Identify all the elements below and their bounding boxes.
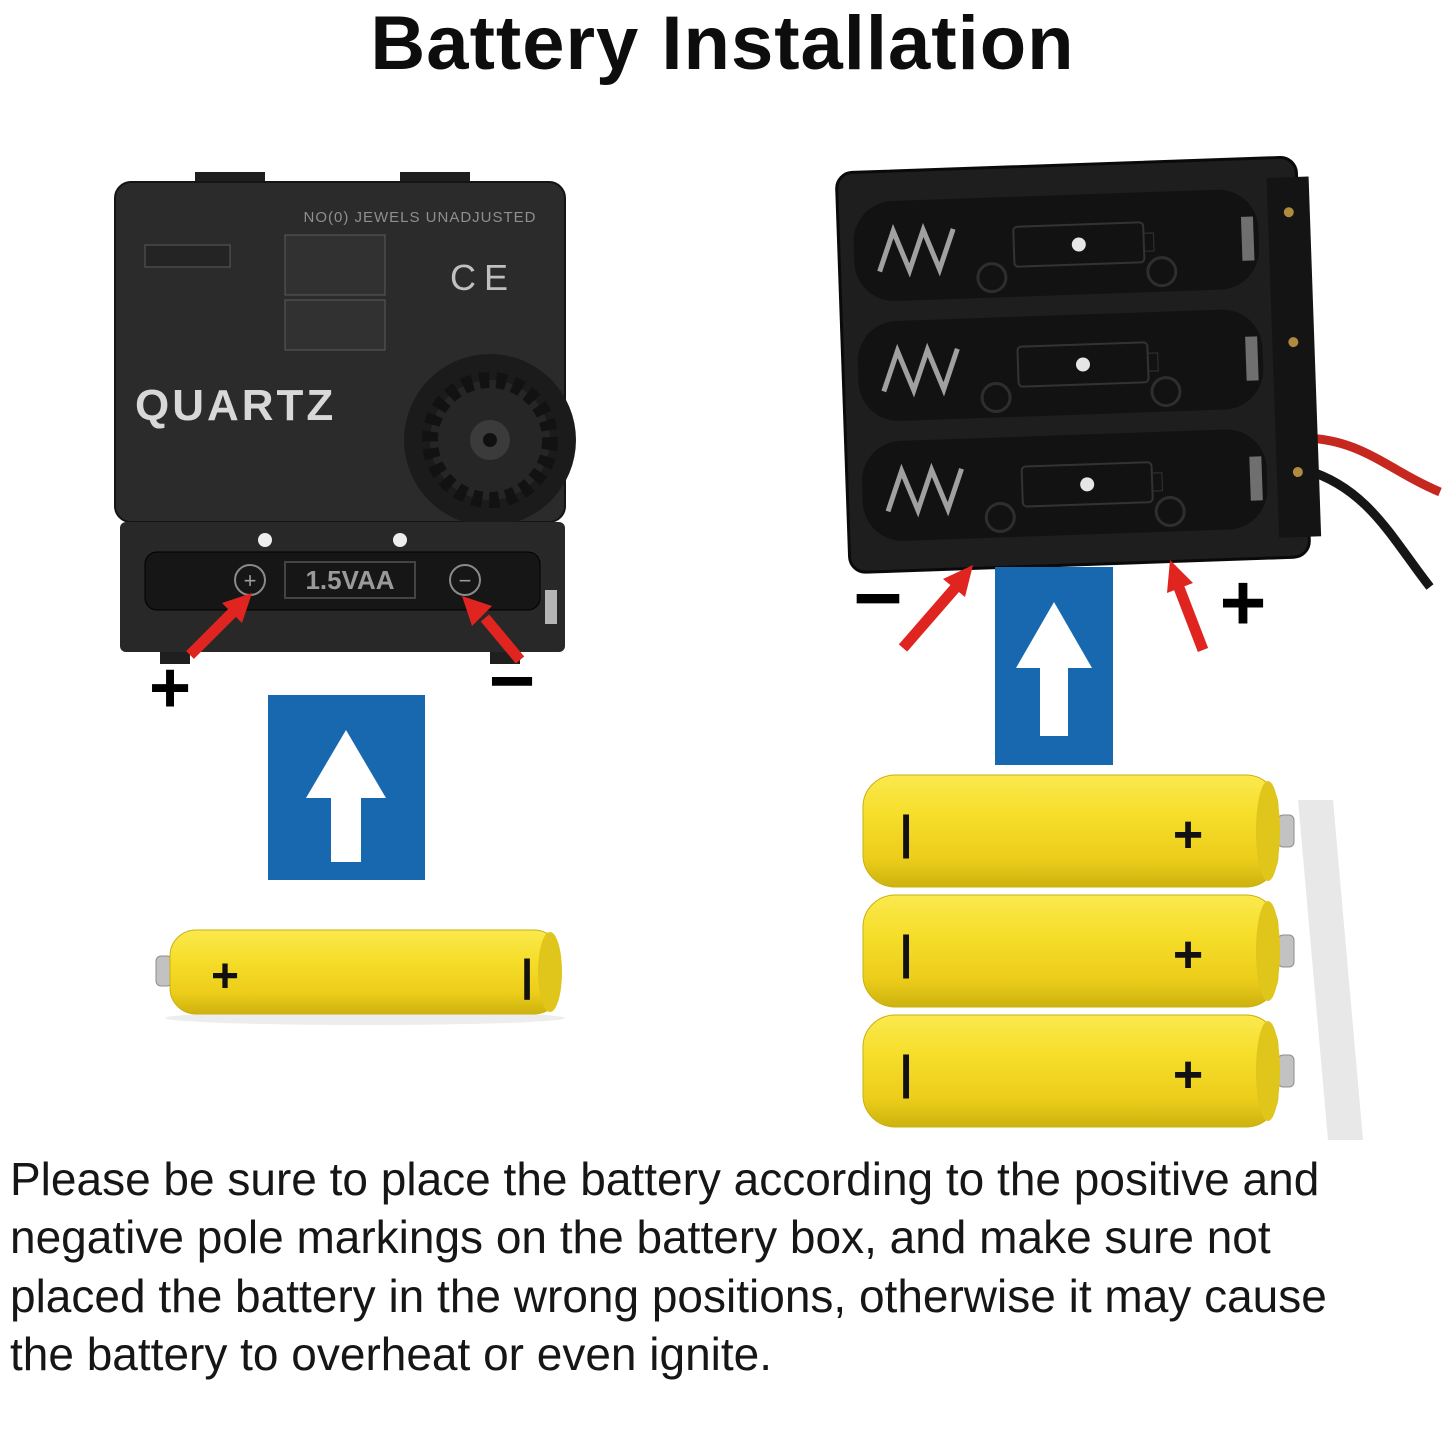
battery-positive-nub	[1277, 814, 1295, 848]
movement-top-label: NO(0) JEWELS UNADJUSTED	[303, 209, 536, 226]
battery-positive-nub	[1277, 1054, 1295, 1088]
red-arrow-to-minus-terminal	[898, 565, 973, 652]
spring-icon	[885, 462, 964, 518]
battery-minus-mark: |	[521, 951, 533, 1001]
blue-up-arrow-icon	[995, 567, 1113, 765]
battery-minus-mark: |	[900, 1046, 913, 1098]
aa-battery: | +	[862, 774, 1295, 888]
red-arrow-to-plus-terminal	[1167, 560, 1209, 652]
plus-polarity-label: +	[149, 648, 191, 728]
red-wire	[1305, 433, 1442, 497]
battery-minus-mark: |	[900, 926, 913, 978]
screw-hole	[393, 533, 407, 547]
black-wire	[1304, 465, 1434, 590]
left-figure: NO(0) JEWELS UNADJUSTED QUARTZ CE + 1.5V…	[100, 150, 580, 1035]
aa-battery: + |	[155, 929, 565, 1025]
blue-up-arrow-icon	[268, 695, 425, 880]
slot-voltage-label: 1.5VAA	[305, 565, 394, 595]
metal-clip	[545, 590, 557, 624]
battery-minus-mark: |	[900, 806, 913, 858]
battery-plus-mark: +	[1173, 1046, 1203, 1104]
battery-plus-mark: +	[211, 950, 239, 1003]
shadow	[1298, 800, 1363, 1140]
plus-polarity-label: +	[1220, 558, 1267, 647]
screw-hole	[258, 533, 272, 547]
holder-slot	[857, 309, 1264, 421]
battery-plus-mark: +	[1173, 806, 1203, 864]
battery-plus-mark: +	[1173, 926, 1203, 984]
spring-icon	[881, 342, 960, 398]
holder-slot	[861, 429, 1268, 541]
slot-minus-mark: −	[459, 568, 472, 593]
aa-battery: | +	[862, 1014, 1295, 1128]
battery-holder-illustration: − + | + | + | +	[835, 155, 1442, 1140]
red-arrow-to-minus-terminal	[462, 596, 525, 664]
ce-mark: CE	[450, 257, 516, 298]
red-arrow-to-plus-terminal	[186, 593, 252, 659]
minus-polarity-label: −	[853, 551, 903, 646]
spring-icon	[877, 222, 956, 278]
caption-text: Please be sure to place the battery acco…	[10, 1153, 1327, 1381]
page-title: Battery Installation	[370, 1, 1075, 86]
quartz-movement-illustration: NO(0) JEWELS UNADJUSTED QUARTZ CE + 1.5V…	[114, 172, 576, 1025]
battery-positive-nub	[1277, 934, 1295, 968]
holder-wires	[1304, 433, 1442, 590]
right-figure: − + | + | + | +	[828, 140, 1443, 1155]
holder-slot	[853, 189, 1260, 301]
quartz-movement: NO(0) JEWELS UNADJUSTED QUARTZ CE + 1.5V…	[114, 172, 576, 664]
battery-holder	[835, 155, 1322, 574]
aa-battery: | +	[862, 894, 1295, 1008]
gear-icon	[404, 354, 576, 526]
minus-polarity-label: −	[489, 636, 536, 725]
slot-plus-mark: +	[244, 568, 257, 593]
movement-brand-label: QUARTZ	[135, 381, 336, 430]
